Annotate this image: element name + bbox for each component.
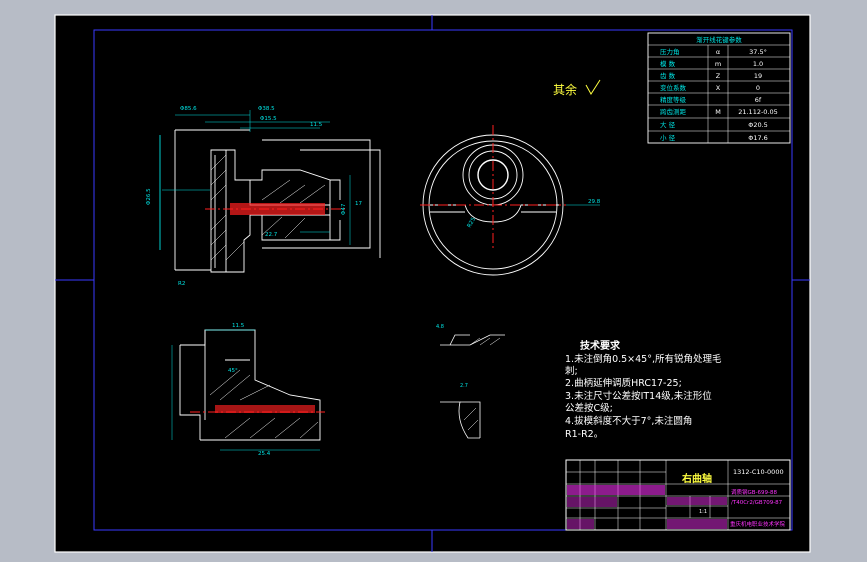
end-view-dimensions: R25 29.8	[467, 199, 601, 229]
gear-row-name: 压力角	[660, 47, 680, 56]
tech-line-4: 3.未注尺寸公差按IT14级,未注形位	[565, 390, 712, 402]
gear-row-val: 6f	[755, 96, 762, 104]
tech-title: 技术要求	[580, 339, 621, 352]
dim-top-1: Φ85.6	[180, 106, 197, 112]
main-bore	[230, 203, 325, 215]
gear-row-val: 1.0	[753, 60, 763, 68]
title-block: 右曲轴 1312-C10-0000 调质钢GB-699-88 /T40Cr2/G…	[565, 459, 791, 531]
main-dim-lines	[162, 110, 351, 245]
dim-top-3: Φ15.5	[260, 116, 277, 122]
dim-len-3: 17	[355, 201, 362, 207]
gear-row-name: 跨齿测距	[660, 107, 687, 116]
main-section-view	[159, 129, 381, 273]
gear-row-sym: α	[716, 48, 720, 56]
gear-row-name: 变位系数	[660, 83, 687, 92]
roughness-note: 其余	[553, 82, 577, 97]
gear-table-symbols: α m Z X M	[715, 48, 721, 116]
roughness-symbol	[585, 79, 601, 95]
gear-row-val: Φ20.5	[748, 121, 768, 129]
tech-line-3: 2.曲柄延伸调质HRC17-25;	[565, 377, 682, 389]
title-strip-2	[567, 497, 617, 507]
small-dim-2: 2.7	[460, 383, 468, 389]
company-name: 重庆机电职业技术学院	[730, 520, 786, 528]
gear-row-name: 模 数	[660, 59, 676, 68]
gear-row-name: 精度等级	[660, 95, 687, 104]
technical-requirements: 技术要求 1.未注倒角0.5×45°,所有锐角处理毛 刺; 2.曲柄延伸调质HR…	[565, 339, 722, 440]
gear-row-val: 21.112-0.05	[738, 108, 778, 116]
dim-angle: 45°	[228, 368, 238, 374]
title-strip-3	[567, 519, 594, 529]
gear-table-names: 压力角 模 数 齿 数 变位系数 精度等级 跨齿测距 大 径 小 径	[660, 47, 687, 142]
title-strip-1	[567, 485, 665, 495]
dim-dia-left: Φ26.5	[146, 188, 152, 205]
dim-len-2: 22.7	[265, 232, 278, 238]
dim-dia-right: Φ47	[341, 203, 347, 215]
gear-parameter-table: 渐开线花键参数 压力角 模 数 齿 数 变位系数 精度等级 跨齿测距 大 径 小…	[647, 32, 791, 144]
material-1: 调质钢GB-699-88	[731, 488, 778, 496]
gear-table-title: 渐开线花键参数	[696, 35, 742, 44]
detail-hatching	[209, 369, 319, 439]
dim-radius: R2	[178, 281, 185, 287]
detail-section-view	[179, 329, 321, 441]
material-2: /T40Cr2/GB709-87	[731, 500, 783, 506]
detail-dimensions: 11.5 25.4 45°	[228, 323, 271, 457]
main-hatching	[210, 154, 326, 261]
dim-circle-w: 29.8	[588, 199, 601, 205]
small-detail-2-hatch	[463, 407, 479, 431]
main-dimensions: Φ85.6 Φ38.5 Φ15.5 11.5 22.7 17 Φ26.5 Φ47…	[146, 106, 362, 287]
tech-line-6: 4.拔模斜度不大于7°,未注圆角	[565, 415, 692, 427]
gear-row-val: 37.5°	[749, 48, 767, 56]
detail-bore	[215, 405, 315, 413]
dim-detail-2: 25.4	[258, 451, 271, 457]
gear-row-sym: m	[715, 60, 721, 68]
part-name: 右曲轴	[681, 472, 712, 485]
tech-line-7: R1-R2。	[565, 429, 603, 440]
drawing-sheet	[54, 14, 811, 553]
gear-table-values: 37.5° 1.0 19 0 6f 21.112-0.05 Φ20.5 Φ17.…	[738, 48, 778, 142]
dim-circle-r: R25	[467, 216, 478, 229]
title-strip-5	[667, 519, 727, 529]
gear-row-sym: Z	[716, 72, 721, 80]
tech-line-1: 1.未注倒角0.5×45°,所有锐角处理毛	[565, 353, 722, 365]
gear-row-name: 大 径	[660, 120, 676, 129]
gear-row-val: Φ17.6	[748, 134, 768, 142]
tech-line-5: 公差按C级;	[565, 402, 613, 414]
gear-row-sym: M	[715, 108, 721, 116]
small-detail-1-hatch	[469, 337, 501, 346]
small-dim-1: 4.8	[436, 324, 444, 330]
gear-row-name: 小 径	[660, 133, 676, 142]
small-detail-1	[440, 334, 505, 346]
detail-dim-lines	[171, 329, 320, 451]
drawing-number: 1312-C10-0000	[733, 468, 784, 476]
dim-len-1: 11.5	[310, 122, 323, 128]
dim-detail-1: 11.5	[232, 323, 245, 329]
centering-marks	[55, 15, 810, 552]
scale-value: 1:1	[699, 509, 707, 515]
dim-top-2: Φ38.5	[258, 106, 275, 112]
gear-row-val: 0	[756, 84, 760, 92]
gear-row-name: 齿 数	[660, 71, 676, 80]
tech-line-2: 刺;	[565, 366, 578, 377]
title-strip-4	[667, 497, 727, 505]
gear-row-sym: X	[716, 84, 721, 92]
gear-row-val: 19	[754, 72, 762, 80]
small-detail-2	[440, 401, 481, 439]
